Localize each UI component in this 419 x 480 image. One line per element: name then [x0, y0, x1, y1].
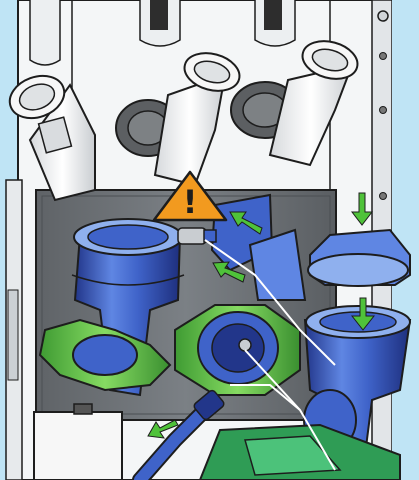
- arrow-down-icon: [350, 297, 376, 331]
- nozzle-middle: [153, 52, 241, 187]
- white-box: [33, 403, 123, 480]
- guide-lines: [204, 239, 336, 471]
- green-seal-middle: [174, 304, 301, 396]
- nozzle-left: [8, 74, 96, 202]
- warning-symbol: !: [183, 183, 198, 221]
- arrow-insert-icon: [147, 419, 179, 439]
- green-seal-left: [38, 318, 172, 392]
- blue-bracket: [210, 193, 307, 301]
- arrow-insert-icon: [212, 261, 246, 283]
- arrow-down-icon: [350, 192, 374, 226]
- blue-cup-right: [303, 228, 412, 457]
- nozzle-right: [268, 40, 359, 167]
- green-tray: [198, 423, 401, 480]
- fitting-connector: [177, 227, 217, 245]
- mounting-panel: [35, 189, 337, 421]
- bottom-hose: [132, 389, 225, 480]
- arrow-insert-icon: [229, 211, 263, 235]
- warning-triangle-icon: !: [152, 170, 228, 222]
- blue-cup-left: [71, 218, 185, 397]
